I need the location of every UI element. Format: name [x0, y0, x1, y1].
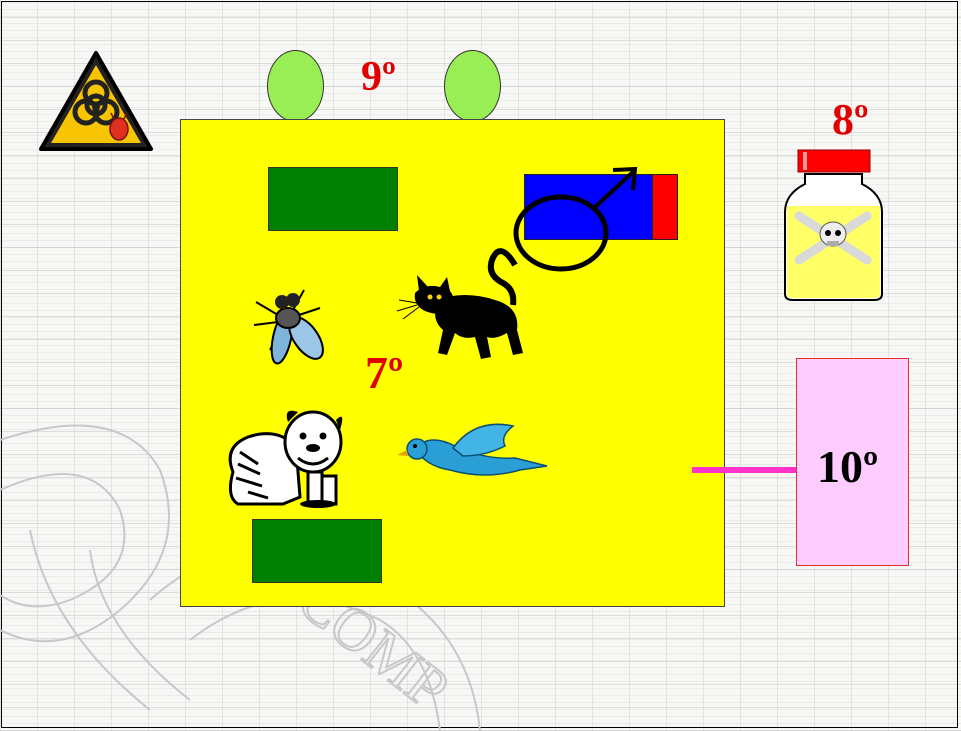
bulldog-icon — [228, 410, 343, 508]
blue-bird-icon — [397, 423, 548, 476]
pink-connector — [692, 467, 805, 473]
male-symbol-icon — [513, 166, 638, 272]
label-center: 7º — [365, 347, 404, 398]
label-top: 9º — [361, 54, 396, 100]
black-cat-icon — [396, 248, 523, 359]
biohazard-warning-icon — [39, 51, 153, 151]
green-oval-right — [444, 50, 501, 122]
green-oval-left — [267, 50, 324, 122]
label-side: 10º — [817, 441, 879, 492]
green-block-top — [268, 167, 398, 231]
poison-jar-icon — [784, 149, 883, 301]
pink-box — [796, 358, 909, 566]
red-block — [652, 174, 678, 240]
fly-icon — [253, 289, 324, 365]
green-block-bottom — [252, 519, 382, 583]
label-right: 8º — [832, 95, 869, 144]
